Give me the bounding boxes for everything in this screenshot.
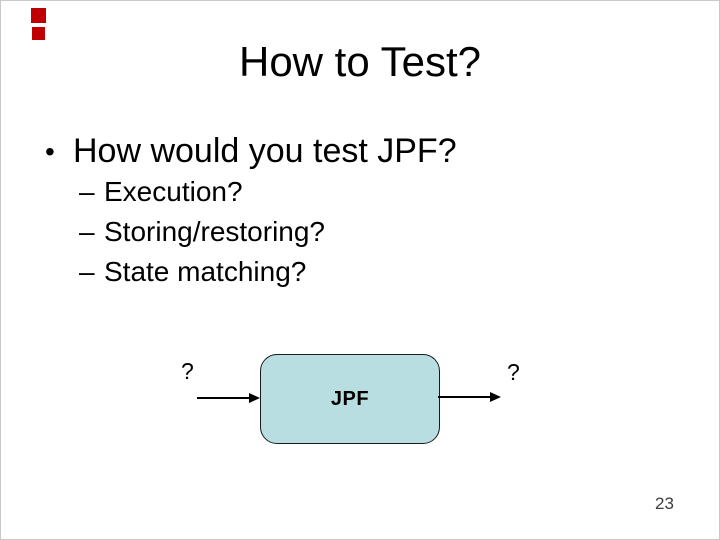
output-arrow-icon xyxy=(438,392,501,402)
template-red-square-icon xyxy=(31,8,46,23)
jpf-box: JPF xyxy=(260,354,440,444)
dash-marker-icon: – xyxy=(79,176,95,207)
sub-bullet-item: – State matching? xyxy=(79,256,307,288)
template-red-square-icon xyxy=(32,27,45,40)
sub-bullet-text: Execution? xyxy=(104,176,243,207)
bullet-dot-icon: • xyxy=(45,136,55,167)
sub-bullet-item: – Storing/restoring? xyxy=(79,216,326,248)
input-question-label: ? xyxy=(181,358,194,384)
output-question-label: ? xyxy=(507,359,520,385)
slide-title: How to Test? xyxy=(238,38,481,85)
dash-marker-icon: – xyxy=(79,256,95,287)
page-number: 23 xyxy=(655,494,674,513)
sub-bullet-item: – Execution? xyxy=(79,176,243,208)
bullet-text: How would you test JPF? xyxy=(73,132,457,170)
sub-bullet-text: State matching? xyxy=(104,256,307,287)
input-arrow-icon xyxy=(197,393,260,403)
sub-bullet-text: Storing/restoring? xyxy=(104,216,326,247)
jpf-box-label: JPF xyxy=(330,387,370,410)
dash-marker-icon: – xyxy=(79,216,95,247)
bullet-item: • How would you test JPF? xyxy=(45,132,457,171)
